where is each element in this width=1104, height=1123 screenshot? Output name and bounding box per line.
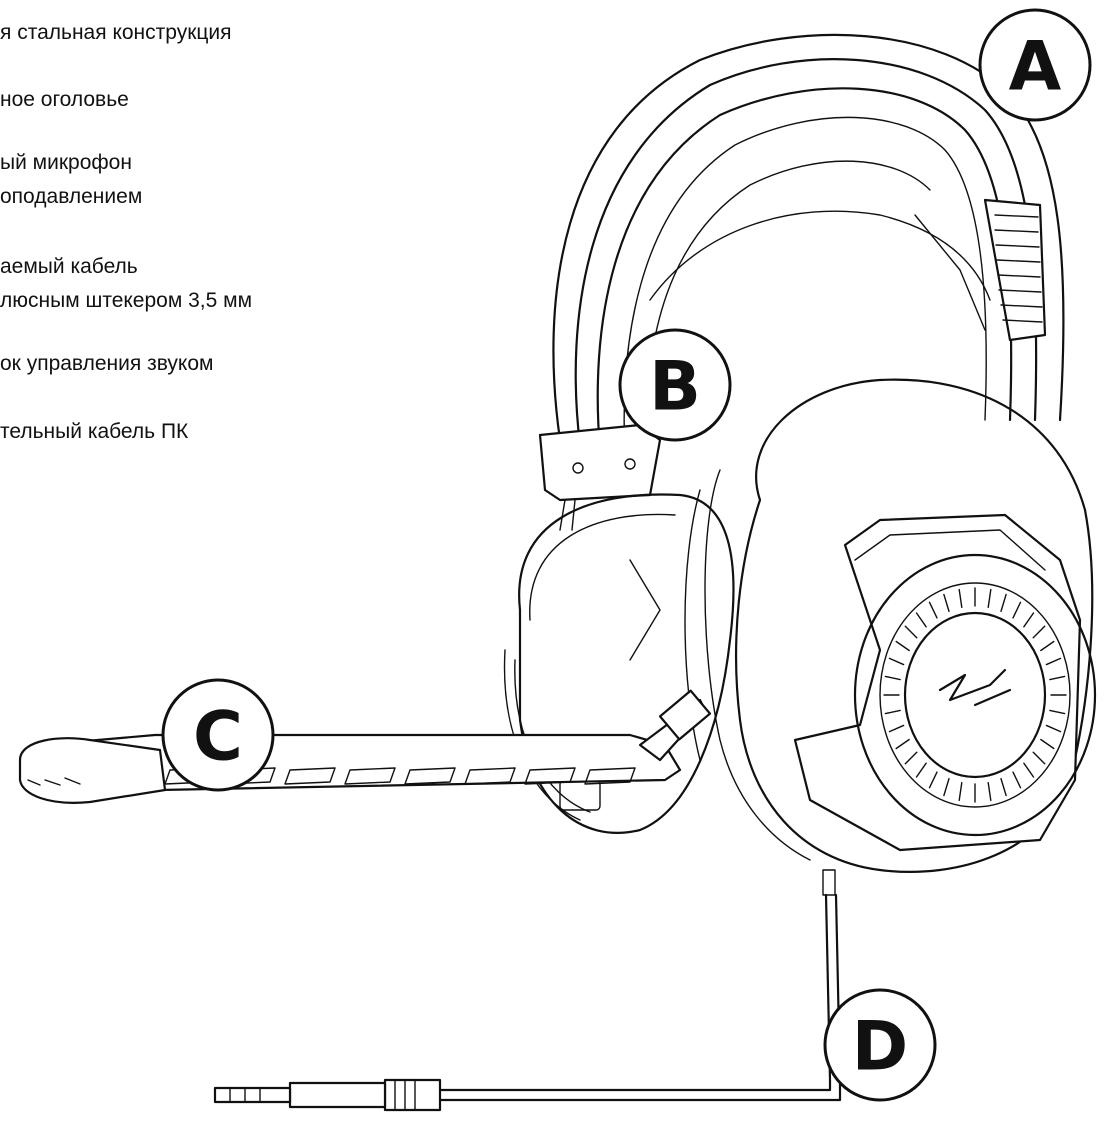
legend-item-d-line2: люсным штекером 3,5 мм [0,289,253,312]
grille-slot [943,777,950,797]
hyperx-logo-icon [938,668,1012,707]
grille-slot [1012,771,1022,789]
legend-item-b: ное оголовье [0,88,129,111]
grille-slot [884,709,901,715]
grille-slot [1045,724,1062,733]
grille-slot [1040,738,1055,750]
grille-slot [888,724,905,733]
grille-slot [987,781,992,802]
grille-slot [928,601,938,619]
grille-slot [895,640,910,652]
audio-jack-plug [213,1086,292,1104]
grille-slot [1023,762,1035,778]
feature-legend: я стальная конструкция ное оголовье ый м… [0,0,380,480]
grille-slot [888,657,905,666]
grille-slot [895,738,910,750]
grille-slot [1045,657,1062,666]
grille-slot [915,612,927,628]
grille-slot [904,751,918,765]
grille-slot [928,771,938,789]
svg-text:A: A [1009,28,1062,107]
right-earcup [684,378,1094,873]
grille-slot [1049,675,1066,681]
grille-slot [987,588,992,609]
grille-slot [1032,751,1046,765]
grille-slot [904,625,918,639]
boom-slot [464,767,516,785]
svg-text:B: B [649,348,701,427]
grille-slot [1040,640,1055,652]
grille-slot [943,593,950,613]
callout-a: A [978,8,1092,122]
grille-slot [958,588,963,609]
grille-slot [1012,601,1022,619]
legend-item-f: тельный кабель ПК [0,420,189,443]
grille-slot [1000,777,1007,797]
boom-slot [584,767,636,785]
grille-slot [1032,625,1046,639]
callout-c: C [161,678,275,792]
legend-item-e: ок управления звуком [0,352,214,375]
audio-cable [288,869,842,1112]
legend-item-a: я стальная конструкция [0,21,232,44]
grille-slot [958,781,963,802]
boom-slot [344,767,396,785]
boom-slot [284,767,336,785]
speaker-grille [853,553,1097,837]
legend-item-c-line1: ый микрофон [0,151,132,174]
grille-slot [1000,593,1007,613]
callout-b: B [618,328,732,442]
svg-text:D: D [852,1008,908,1087]
microphone-boom [18,689,712,804]
boom-slot [404,767,456,785]
callout-d: D [823,988,937,1102]
legend-item-d-line1: аемый кабель [0,255,138,278]
slider-grip [983,198,1047,342]
grille-slot [915,762,927,778]
boom-slot [524,767,576,785]
grille-slot [1023,612,1035,628]
grille-slot [1049,709,1066,715]
grille-slot [884,675,901,681]
legend-item-c-line2: оподавлением [0,185,143,208]
svg-text:C: C [193,698,243,777]
